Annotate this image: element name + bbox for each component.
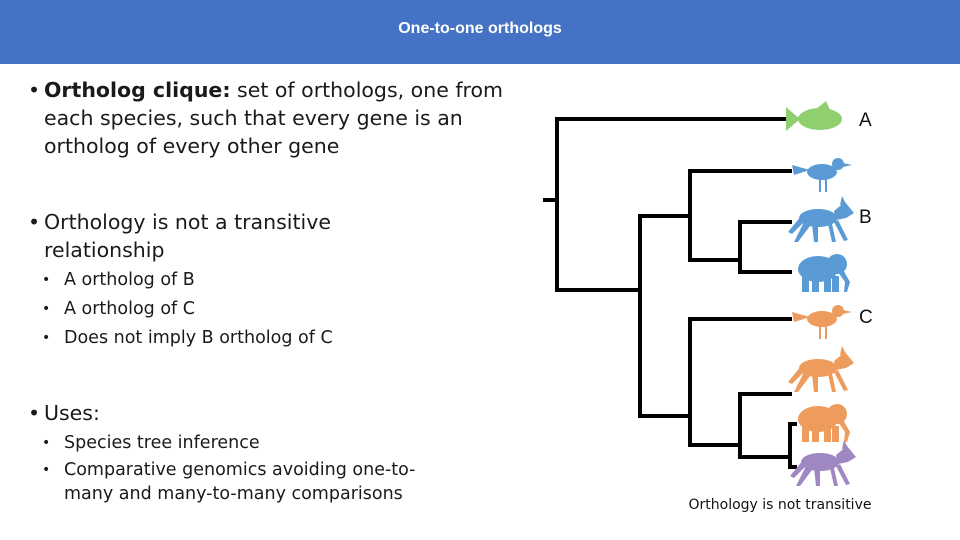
wolf-icon bbox=[790, 440, 856, 486]
bullet-text: set of orthologs, one from each species,… bbox=[44, 78, 504, 158]
tree-branches bbox=[543, 117, 797, 469]
bullet-dot: • bbox=[42, 272, 51, 288]
bullet-dot: • bbox=[42, 330, 51, 346]
wolf-icon bbox=[788, 196, 854, 242]
sub-bullet: • Comparative genomics avoiding one-to-m… bbox=[12, 458, 434, 506]
bullet-not-transitive: • Orthology is not a transitive relation… bbox=[28, 208, 384, 264]
sub-bullet-text: Species tree inference bbox=[64, 433, 260, 453]
bullet-uses: • Uses: bbox=[28, 399, 508, 427]
bullet-dot: • bbox=[28, 210, 41, 234]
bullet-ortholog-clique: • Ortholog clique: set of orthologs, one… bbox=[28, 76, 508, 160]
bullet-dot: • bbox=[28, 401, 41, 425]
sub-bullet: • A ortholog of B bbox=[12, 266, 508, 295]
bullet-text: Orthology is not a transitive relationsh… bbox=[44, 210, 331, 262]
bird-icon bbox=[792, 158, 852, 192]
elephant-icon bbox=[798, 254, 850, 292]
wolf-icon bbox=[788, 346, 854, 392]
sub-bullet-text: Comparative genomics avoiding one-to-man… bbox=[64, 460, 416, 504]
bullet-dot: • bbox=[42, 435, 51, 451]
sub-bullet-text: Does not imply B ortholog of C bbox=[64, 328, 333, 348]
elephant-icon bbox=[798, 404, 850, 442]
leaf-label-b: B bbox=[859, 207, 872, 228]
sub-bullet: • A ortholog of C bbox=[12, 295, 508, 324]
bullet-dot: • bbox=[42, 462, 51, 478]
bullet-list: • Ortholog clique: set of orthologs, one… bbox=[28, 76, 508, 506]
fish-icon bbox=[786, 101, 842, 131]
bullet-dot: • bbox=[28, 78, 41, 102]
leaf-label-c: C bbox=[859, 307, 873, 328]
sub-bullet: • Does not imply B ortholog of C bbox=[12, 324, 508, 353]
bird-icon bbox=[792, 305, 852, 339]
tree-caption: Orthology is not transitive bbox=[688, 497, 872, 513]
title-bar: One-to-one orthologs bbox=[0, 0, 960, 64]
leaf-icons bbox=[786, 101, 856, 486]
sub-bullet-text: A ortholog of C bbox=[64, 299, 195, 319]
bullet-text: Uses: bbox=[44, 401, 100, 425]
bullet-dot: • bbox=[42, 301, 51, 317]
sub-bullet: • Species tree inference bbox=[12, 429, 508, 458]
leaf-label-a: A bbox=[859, 110, 872, 131]
slide-title: One-to-one orthologs bbox=[398, 20, 562, 37]
sub-bullet-text: A ortholog of B bbox=[64, 270, 195, 290]
bullet-bold-term: Ortholog clique: bbox=[44, 78, 231, 102]
